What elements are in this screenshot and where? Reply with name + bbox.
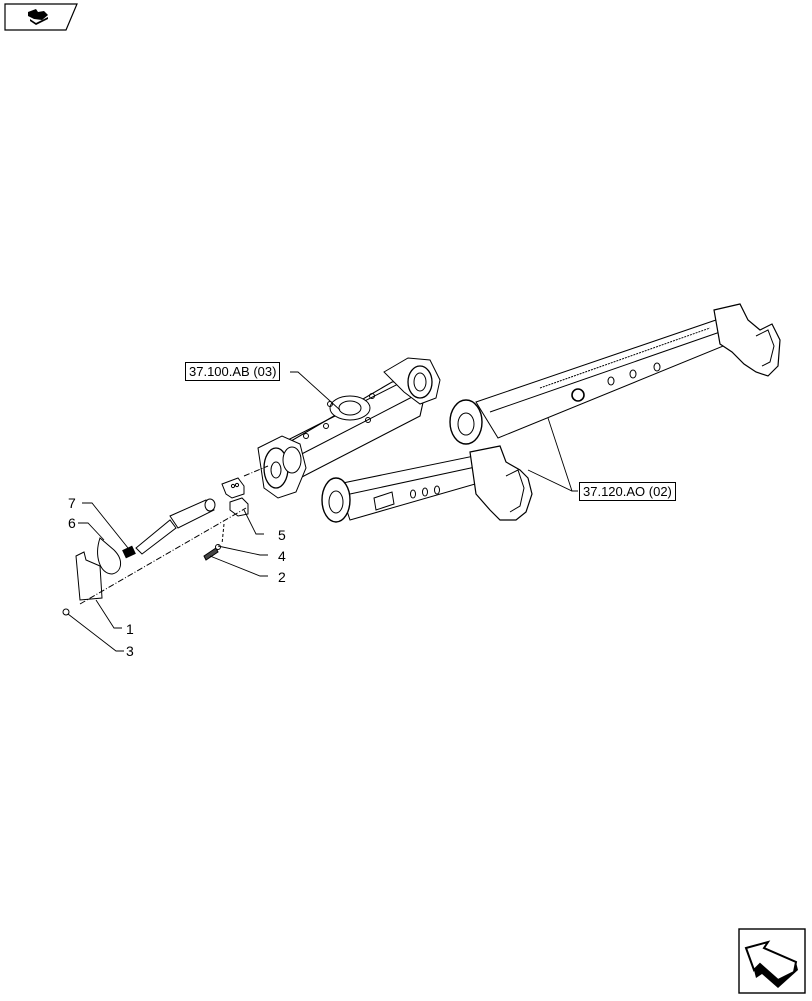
callout-5[interactable]: 5 <box>278 527 286 543</box>
bottom-nav-arrow-icon[interactable] <box>738 928 808 996</box>
reference-37-100-ab[interactable]: 37.100.AB (03) <box>185 362 281 381</box>
leader-lines <box>67 371 578 652</box>
book-open-arrow-icon <box>4 3 78 31</box>
callout-7[interactable]: 7 <box>68 495 76 511</box>
sensor-assembly <box>62 465 269 616</box>
callout-3[interactable]: 3 <box>126 643 134 659</box>
top-nav-book-icon[interactable] <box>4 3 78 31</box>
callout-4[interactable]: 4 <box>278 548 286 564</box>
callout-2[interactable]: 2 <box>278 569 286 585</box>
axle-housing <box>257 357 441 499</box>
callout-1[interactable]: 1 <box>126 621 134 637</box>
arrow-back-icon <box>738 928 806 994</box>
lower-link-short <box>321 445 533 523</box>
lower-link-long <box>449 303 781 445</box>
reference-37-120-ao[interactable]: 37.120.AO (02) <box>579 482 676 501</box>
callout-6[interactable]: 6 <box>68 515 76 531</box>
